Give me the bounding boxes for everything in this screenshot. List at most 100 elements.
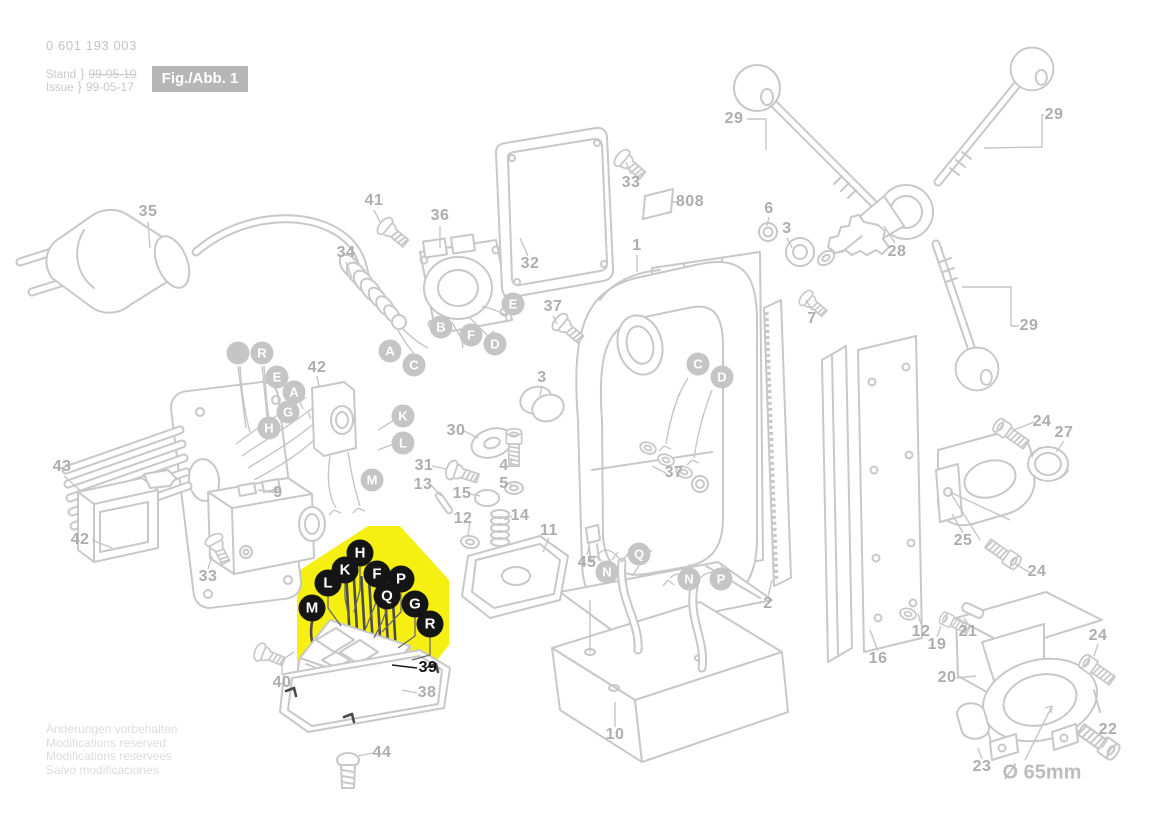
stand-row: Stand}99-05-10	[46, 66, 136, 81]
part-label-14: 14	[510, 507, 530, 524]
part-label-29: 29	[724, 110, 744, 127]
terminal-callout-M-gray: M	[360, 468, 384, 492]
issue-date: 99-05-17	[85, 80, 134, 94]
terminal-callout-M-black: M	[298, 594, 326, 622]
part-label-21: 21	[958, 623, 978, 640]
connector-block	[202, 477, 326, 575]
part-label-27: 27	[1054, 424, 1074, 441]
strain-relief	[338, 253, 429, 361]
terminal-callout-N-gray: N	[677, 567, 701, 591]
handle-assembly	[733, 46, 1055, 392]
terminal-callout-Q-gray: Q	[627, 542, 651, 566]
part-label-28: 28	[887, 243, 907, 260]
part-label-808: 808	[675, 193, 705, 210]
base-box	[551, 600, 789, 763]
issue-row: Issue}99-05-17	[46, 79, 134, 94]
part-label-6: 6	[764, 200, 774, 217]
part-label-31: 31	[414, 457, 434, 474]
part-label-42: 42	[307, 359, 327, 376]
cable-tray	[461, 524, 601, 619]
notice-line-de: Änderungen vorbehalten	[46, 722, 178, 736]
cover-plate	[494, 126, 615, 299]
notice-line-fr: Modifications reservees	[46, 749, 173, 763]
part-label-45: 45	[577, 554, 597, 571]
part-label-35: 35	[138, 203, 158, 220]
part-label-30: 30	[446, 422, 466, 439]
terminal-callout-P-black: P	[387, 565, 415, 593]
part-label-36: 36	[430, 207, 450, 224]
part-label-24: 24	[1032, 413, 1052, 430]
terminal-callout-E-gray: E	[501, 292, 525, 316]
column-plates	[795, 287, 923, 663]
superseded-date: 99-05-10	[88, 67, 137, 81]
switch-block	[77, 469, 177, 563]
part-label-16: 16	[868, 650, 888, 667]
part-label-23: 23	[972, 758, 992, 775]
terminal-callout-C-gray: C	[402, 353, 426, 377]
part-label-20: 20	[937, 669, 957, 686]
part-label-13: 13	[413, 476, 433, 493]
notice-line-es: Salvo modificaciones	[46, 762, 159, 777]
part-label-24: 24	[1088, 627, 1108, 644]
terminal-callout-F-gray: F	[459, 323, 483, 347]
terminal-callout-P-gray: P	[709, 567, 733, 591]
stand-label: Stand	[46, 69, 77, 81]
part-label-37: 37	[664, 464, 684, 481]
part-label-37: 37	[543, 298, 563, 315]
part-label-4: 4	[499, 457, 509, 474]
part-label-38: 38	[417, 684, 437, 701]
terminal-callout-A-gray: A	[282, 380, 306, 404]
terminal-callout-D-gray: D	[710, 365, 734, 389]
clamp-bracket	[897, 591, 1123, 763]
part-label-5: 5	[499, 475, 509, 492]
modifications-notice: Änderungen vorbehalten Modifications res…	[46, 722, 178, 777]
part-label-11: 11	[540, 522, 558, 539]
terminal-callout-K-gray: K	[391, 404, 415, 428]
part-label-32: 32	[520, 255, 540, 272]
field-module	[419, 233, 513, 349]
gear-rack	[763, 299, 792, 587]
part-label-34: 34	[336, 244, 356, 261]
upper-bracket	[935, 416, 1069, 572]
part-label-1: 1	[632, 237, 642, 254]
terminal-callout-R-gray: R	[250, 341, 274, 365]
part-label-19: 19	[927, 636, 947, 653]
part-label-40: 40	[272, 674, 292, 691]
stand-brace: }	[80, 66, 85, 81]
terminal-callout-D-gray: D	[483, 332, 507, 356]
terminal-wires	[590, 547, 725, 673]
part-label-2: 2	[763, 595, 773, 612]
figure-label: Fig./Abb. 1	[152, 66, 248, 92]
part-label-15: 15	[452, 485, 472, 502]
main-housing	[559, 251, 773, 637]
part-label-39: 39	[418, 659, 438, 676]
part-label-44: 44	[372, 744, 392, 761]
module-tray	[250, 640, 451, 789]
part-label-12: 12	[911, 623, 931, 640]
type-number: 0 601 193 003	[46, 38, 137, 53]
part-label-7: 7	[807, 310, 817, 327]
part-label-29: 29	[1019, 317, 1039, 334]
part-label-42: 42	[70, 531, 90, 548]
label-sticker-808	[642, 188, 674, 220]
part-label-12: 12	[453, 510, 473, 527]
part-label-41: 41	[364, 192, 384, 209]
part-label-25: 25	[953, 532, 973, 549]
part-label-29: 29	[1044, 106, 1064, 123]
terminal-callout-H-gray: H	[257, 416, 281, 440]
terminal-callout-L-gray: L	[391, 431, 415, 455]
part-label-43: 43	[52, 458, 72, 475]
part-label-24: 24	[1027, 563, 1047, 580]
terminal-callout-B-gray: B	[429, 315, 453, 339]
hardware-cluster	[373, 146, 713, 551]
dimension-note: Ø 65mm	[1002, 761, 1082, 784]
issue-label: Issue	[46, 82, 74, 94]
terminal-callout-N-gray: N	[595, 560, 619, 584]
part-label-9: 9	[273, 484, 283, 501]
part-label-33: 33	[198, 568, 218, 585]
notice-line-en: Modifications reserved	[46, 735, 167, 750]
terminal-callout-E-gray: E	[265, 365, 289, 389]
terminal-callout-blank-gray	[226, 341, 250, 365]
